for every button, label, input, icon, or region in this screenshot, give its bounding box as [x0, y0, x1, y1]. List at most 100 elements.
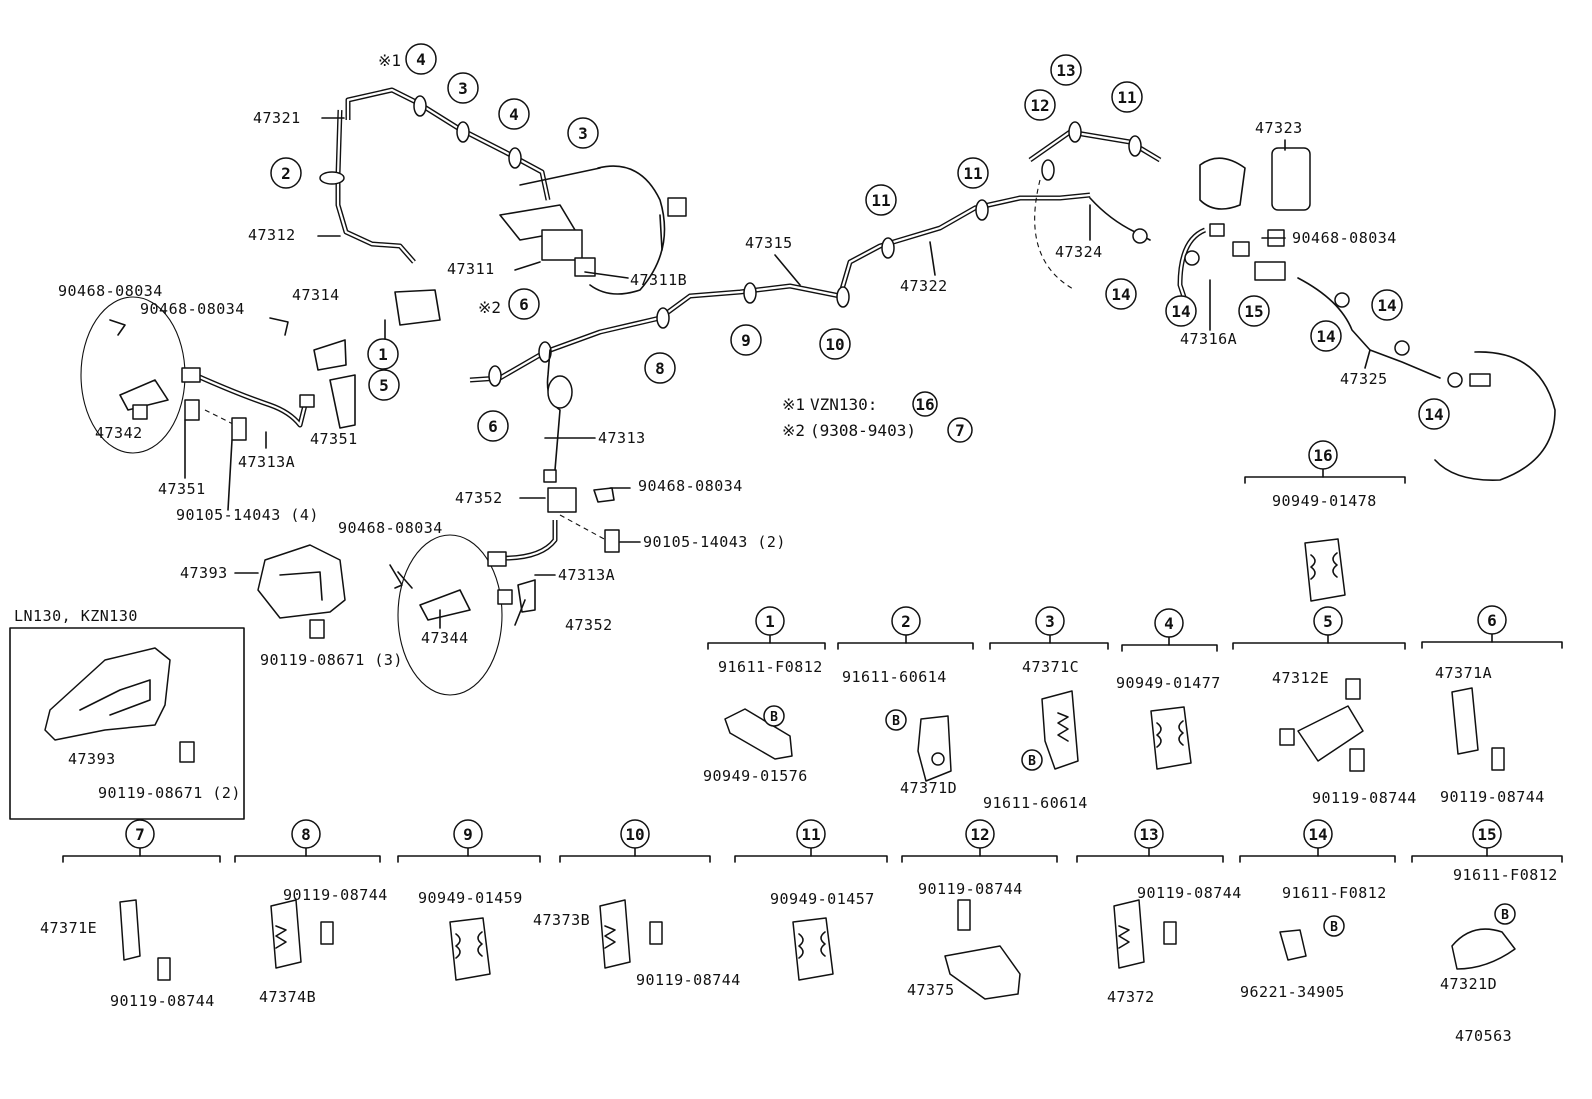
- callout-number: 9: [741, 331, 751, 350]
- label-90468-08034-c: 90468-08034: [638, 477, 743, 495]
- inset-part-47393: 47393: [68, 750, 116, 768]
- callout-number: 11: [963, 164, 982, 183]
- front-lh-wheel-assembly: [397, 349, 620, 696]
- detail-group-number: 11: [801, 825, 820, 844]
- detail-group-number: 1: [765, 612, 775, 631]
- brake-pipe-main: [469, 129, 1162, 383]
- diagram-number: 470563: [1455, 1027, 1512, 1045]
- clip-detail-groups: 191611-F081290949-01576B291611-606144737…: [40, 440, 1563, 1010]
- label-47312: 47312: [248, 226, 296, 244]
- detail-part-label: 90119-08744: [918, 880, 1023, 898]
- callout-11: 11: [865, 184, 897, 216]
- callout-number: 14: [1316, 327, 1335, 346]
- rear-lh-assembly: [1034, 147, 1556, 481]
- note1-mark: ※1: [782, 395, 805, 414]
- detail-group-number: 14: [1308, 825, 1327, 844]
- label-90105-14043-4: 90105-14043 (4): [176, 506, 319, 524]
- callout-number: 14: [1111, 285, 1130, 304]
- label-47344: 47344: [421, 629, 469, 647]
- bolt-marker: B: [1501, 908, 1509, 923]
- detail-part-label: 90119-08744: [110, 992, 215, 1010]
- callout-4: 4: [405, 43, 437, 75]
- detail-part-label: 90949-01457: [770, 890, 875, 908]
- detail-part-label: 47375: [907, 981, 955, 999]
- detail-group-5: 5 47312E 90119-08744: [1232, 606, 1417, 807]
- detail-part-label: 90119-08744: [1312, 789, 1417, 807]
- callout-number: 11: [871, 191, 890, 210]
- bolt-marker: B: [1330, 920, 1338, 935]
- callout-number: 8: [655, 359, 665, 378]
- bracket-47393: [257, 544, 403, 639]
- detail-part-label: 91611-F0812: [718, 658, 823, 676]
- detail-group-number: 10: [625, 825, 644, 844]
- pipe-clips: [319, 95, 1142, 387]
- label-47324: 47324: [1055, 243, 1103, 261]
- detail-group-10: 10 47373B 90119-08744: [533, 819, 741, 989]
- label-90119-08671-3: 90119-08671 (3): [260, 651, 403, 669]
- label-47313: 47313: [598, 429, 646, 447]
- bolt-marker: B: [770, 710, 778, 725]
- label-47352-b: 47352: [565, 616, 613, 634]
- detail-part-label: 47371D: [900, 779, 957, 797]
- detail-group-number: 5: [1323, 612, 1333, 631]
- detail-part-label: 47374B: [259, 988, 316, 1006]
- label-47351-a: 47351: [310, 430, 358, 448]
- label-90468-08034-a: 90468-08034: [58, 282, 163, 300]
- detail-group-number: 9: [463, 825, 473, 844]
- detail-part-label: 90119-08744: [283, 886, 388, 904]
- callout-15: 15: [1238, 295, 1270, 327]
- bolt-marker: B: [1028, 754, 1036, 769]
- detail-group-12: 12 90119-08744 47375: [901, 819, 1058, 1000]
- callout-1: 1: [367, 338, 399, 370]
- callout-6: 6: [508, 288, 540, 320]
- label-47321: 47321: [253, 109, 301, 127]
- label-90105-14043-2: 90105-14043 (2): [643, 533, 786, 551]
- callout-number: 6: [519, 295, 529, 314]
- callout-12: 12: [1024, 89, 1056, 121]
- callout-number: 2: [281, 164, 291, 183]
- callout-14: 14: [1371, 289, 1403, 321]
- label-47313a-rear: 47313A: [558, 566, 615, 584]
- callout-number: 14: [1171, 302, 1190, 321]
- callout-number: 3: [458, 79, 468, 98]
- label-47352-a: 47352: [455, 489, 503, 507]
- detail-part-label: 47312E: [1272, 669, 1329, 687]
- callout-number: 5: [379, 376, 389, 395]
- callout-9: 9: [730, 324, 762, 356]
- label-47316a: 47316A: [1180, 330, 1237, 348]
- note1-mark-pipe: ※1: [378, 51, 401, 70]
- note2-text: (9308-9403): [810, 421, 916, 440]
- callout-14: 14: [1165, 295, 1197, 327]
- note1-ref: 16: [915, 395, 934, 414]
- detail-group-number: 6: [1487, 611, 1497, 630]
- label-47323: 47323: [1255, 119, 1303, 137]
- callout-number: 1: [378, 345, 388, 364]
- detail-part-label: 90119-08744: [636, 971, 741, 989]
- detail-part-label: 96221-34905: [1240, 983, 1345, 1001]
- detail-part-label: 47373B: [533, 911, 590, 929]
- detail-group-number: 16: [1313, 446, 1332, 465]
- callout-number: 15: [1244, 302, 1263, 321]
- inset-title: LN130, KZN130: [14, 607, 138, 625]
- detail-part-label: 47321D: [1440, 975, 1497, 993]
- inset-ln130-kzn130: LN130, KZN130 47393 90119-08671 (2): [9, 607, 245, 820]
- callout-number: 4: [416, 50, 426, 69]
- label-90468-08034-rear: 90468-08034: [1292, 229, 1397, 247]
- detail-group-number: 12: [970, 825, 989, 844]
- label-47315: 47315: [745, 234, 793, 252]
- detail-part-label: 91611-60614: [983, 794, 1088, 812]
- label-47325: 47325: [1340, 370, 1388, 388]
- detail-group-number: 7: [135, 825, 145, 844]
- note2-ref: 7: [955, 421, 965, 440]
